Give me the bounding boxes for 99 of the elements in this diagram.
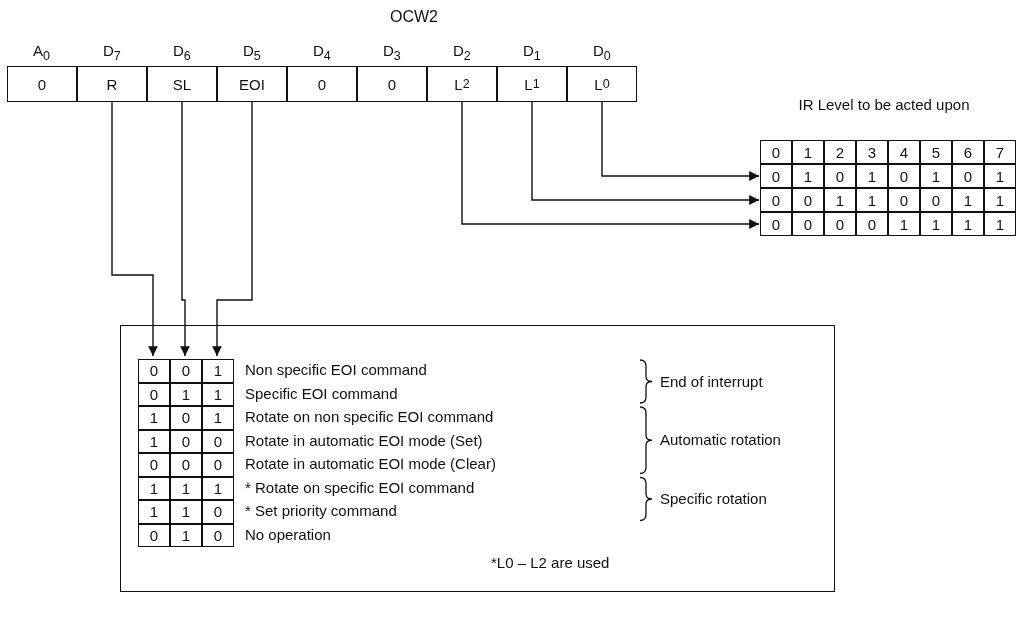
bit-label: D$_{5}$ [243,42,261,63]
table-cell: 5 [920,140,952,164]
table-title: IR Level to be acted upon [797,96,971,114]
table-row [760,140,1016,164]
bit-label: D$_{2}$ [453,42,471,63]
table-cell: 1 [920,164,952,188]
table-cell: 1 [792,140,824,164]
table-cell: 1 [170,500,202,524]
table-cell: 0 [856,212,888,236]
table-cell: 6 [952,140,984,164]
command-panel [120,325,835,592]
table-cell: 1 [170,476,202,500]
register-bit-cell: EOI [217,66,287,102]
command-description: * Set priority command [245,502,397,519]
table-cell: 1 [138,429,170,453]
table-cell: 2 [824,140,856,164]
table-cell: 1 [888,212,920,236]
table-cell: 1 [824,188,856,212]
table-cell: 0 [792,188,824,212]
table-cell: 0 [792,212,824,236]
table-cell: 4 [888,140,920,164]
bit-label: D$_{7}$ [103,42,121,63]
table-cell: 1 [138,500,170,524]
table-row [760,188,1016,212]
table-cell: 1 [856,164,888,188]
table-cell: 1 [138,406,170,430]
command-description: Rotate in automatic EOI mode (Clear) [245,455,496,472]
table-cell: 0 [760,188,792,212]
register-bit-cell: 0 [7,66,77,102]
table-row [760,212,1016,236]
table-cell: 0 [920,188,952,212]
table-row [760,164,1016,188]
table-cell: 0 [888,164,920,188]
table-cell: 1 [202,406,234,430]
bit-label: A$_{0}$ [33,42,50,63]
table-cell: 0 [170,359,202,383]
table-cell: 1 [138,476,170,500]
table-cell: 0 [138,523,170,547]
arrow [180,101,190,357]
table-column [170,359,202,547]
table-cell: 1 [984,188,1016,212]
table-cell: 0 [760,164,792,188]
group-label: Specific rotation [660,490,767,507]
table-cell: 1 [920,212,952,236]
table-cell: 7 [984,140,1016,164]
register-bit-cell: 0 [287,66,357,102]
arrow [111,101,158,357]
register-bit-cell: 0 [357,66,427,102]
table-cell: 0 [138,453,170,477]
command-description: Specific EOI command [245,384,398,402]
arrow [461,101,760,229]
table-cell: 1 [952,212,984,236]
table-cell: 1 [202,382,234,406]
table-cell: 1 [984,212,1016,236]
register-bit-cell: SL [147,66,217,102]
command-description: Non specific EOI command [245,361,427,378]
table-cell: 1 [170,523,202,547]
arrow [601,101,760,181]
table-cell: 1 [202,476,234,500]
table-cell: 1 [170,382,202,406]
command-description: No operation [245,525,331,543]
table-cell: 0 [202,523,234,547]
table-cell: 0 [170,453,202,477]
table-cell: 0 [202,500,234,524]
arrow [212,101,253,357]
arrow [531,101,760,205]
footnote: *L0 – L2 are used [491,554,610,571]
table-cell: 1 [202,359,234,383]
command-description: * Rotate on specific EOI command [245,478,475,496]
table-cell: 0 [824,212,856,236]
table-cell: 0 [760,140,792,164]
table-cell: 1 [984,164,1016,188]
command-description: Rotate on non specific EOI command [245,408,494,425]
bit-label: D$_{0}$ [593,42,611,63]
table-column [202,359,234,547]
table-column [138,359,170,547]
table-cell: 0 [202,453,234,477]
group-label: Automatic rotation [660,431,781,449]
table-cell: 1 [952,188,984,212]
bit-label: D$_{3}$ [383,42,401,63]
command-description: Rotate in automatic EOI mode (Set) [245,431,483,449]
table-cell: 0 [170,406,202,430]
group-label: End of interrupt [660,372,763,390]
bit-label: D$_{1}$ [523,42,541,63]
table-cell: 0 [760,212,792,236]
table-cell: 0 [202,429,234,453]
table-cell: 0 [952,164,984,188]
table-cell: 1 [792,164,824,188]
register-bit-cell: R [77,66,147,102]
table-cell: 0 [138,359,170,383]
table-cell: 3 [856,140,888,164]
bit-label: D$_{6}$ [173,42,191,63]
table-cell: 0 [824,164,856,188]
diagram-title: OCW2 [390,8,438,26]
table-cell: 0 [888,188,920,212]
table-cell: 0 [138,382,170,406]
table-cell: 0 [170,429,202,453]
bit-label: D$_{4}$ [313,42,331,63]
table-cell: 1 [856,188,888,212]
